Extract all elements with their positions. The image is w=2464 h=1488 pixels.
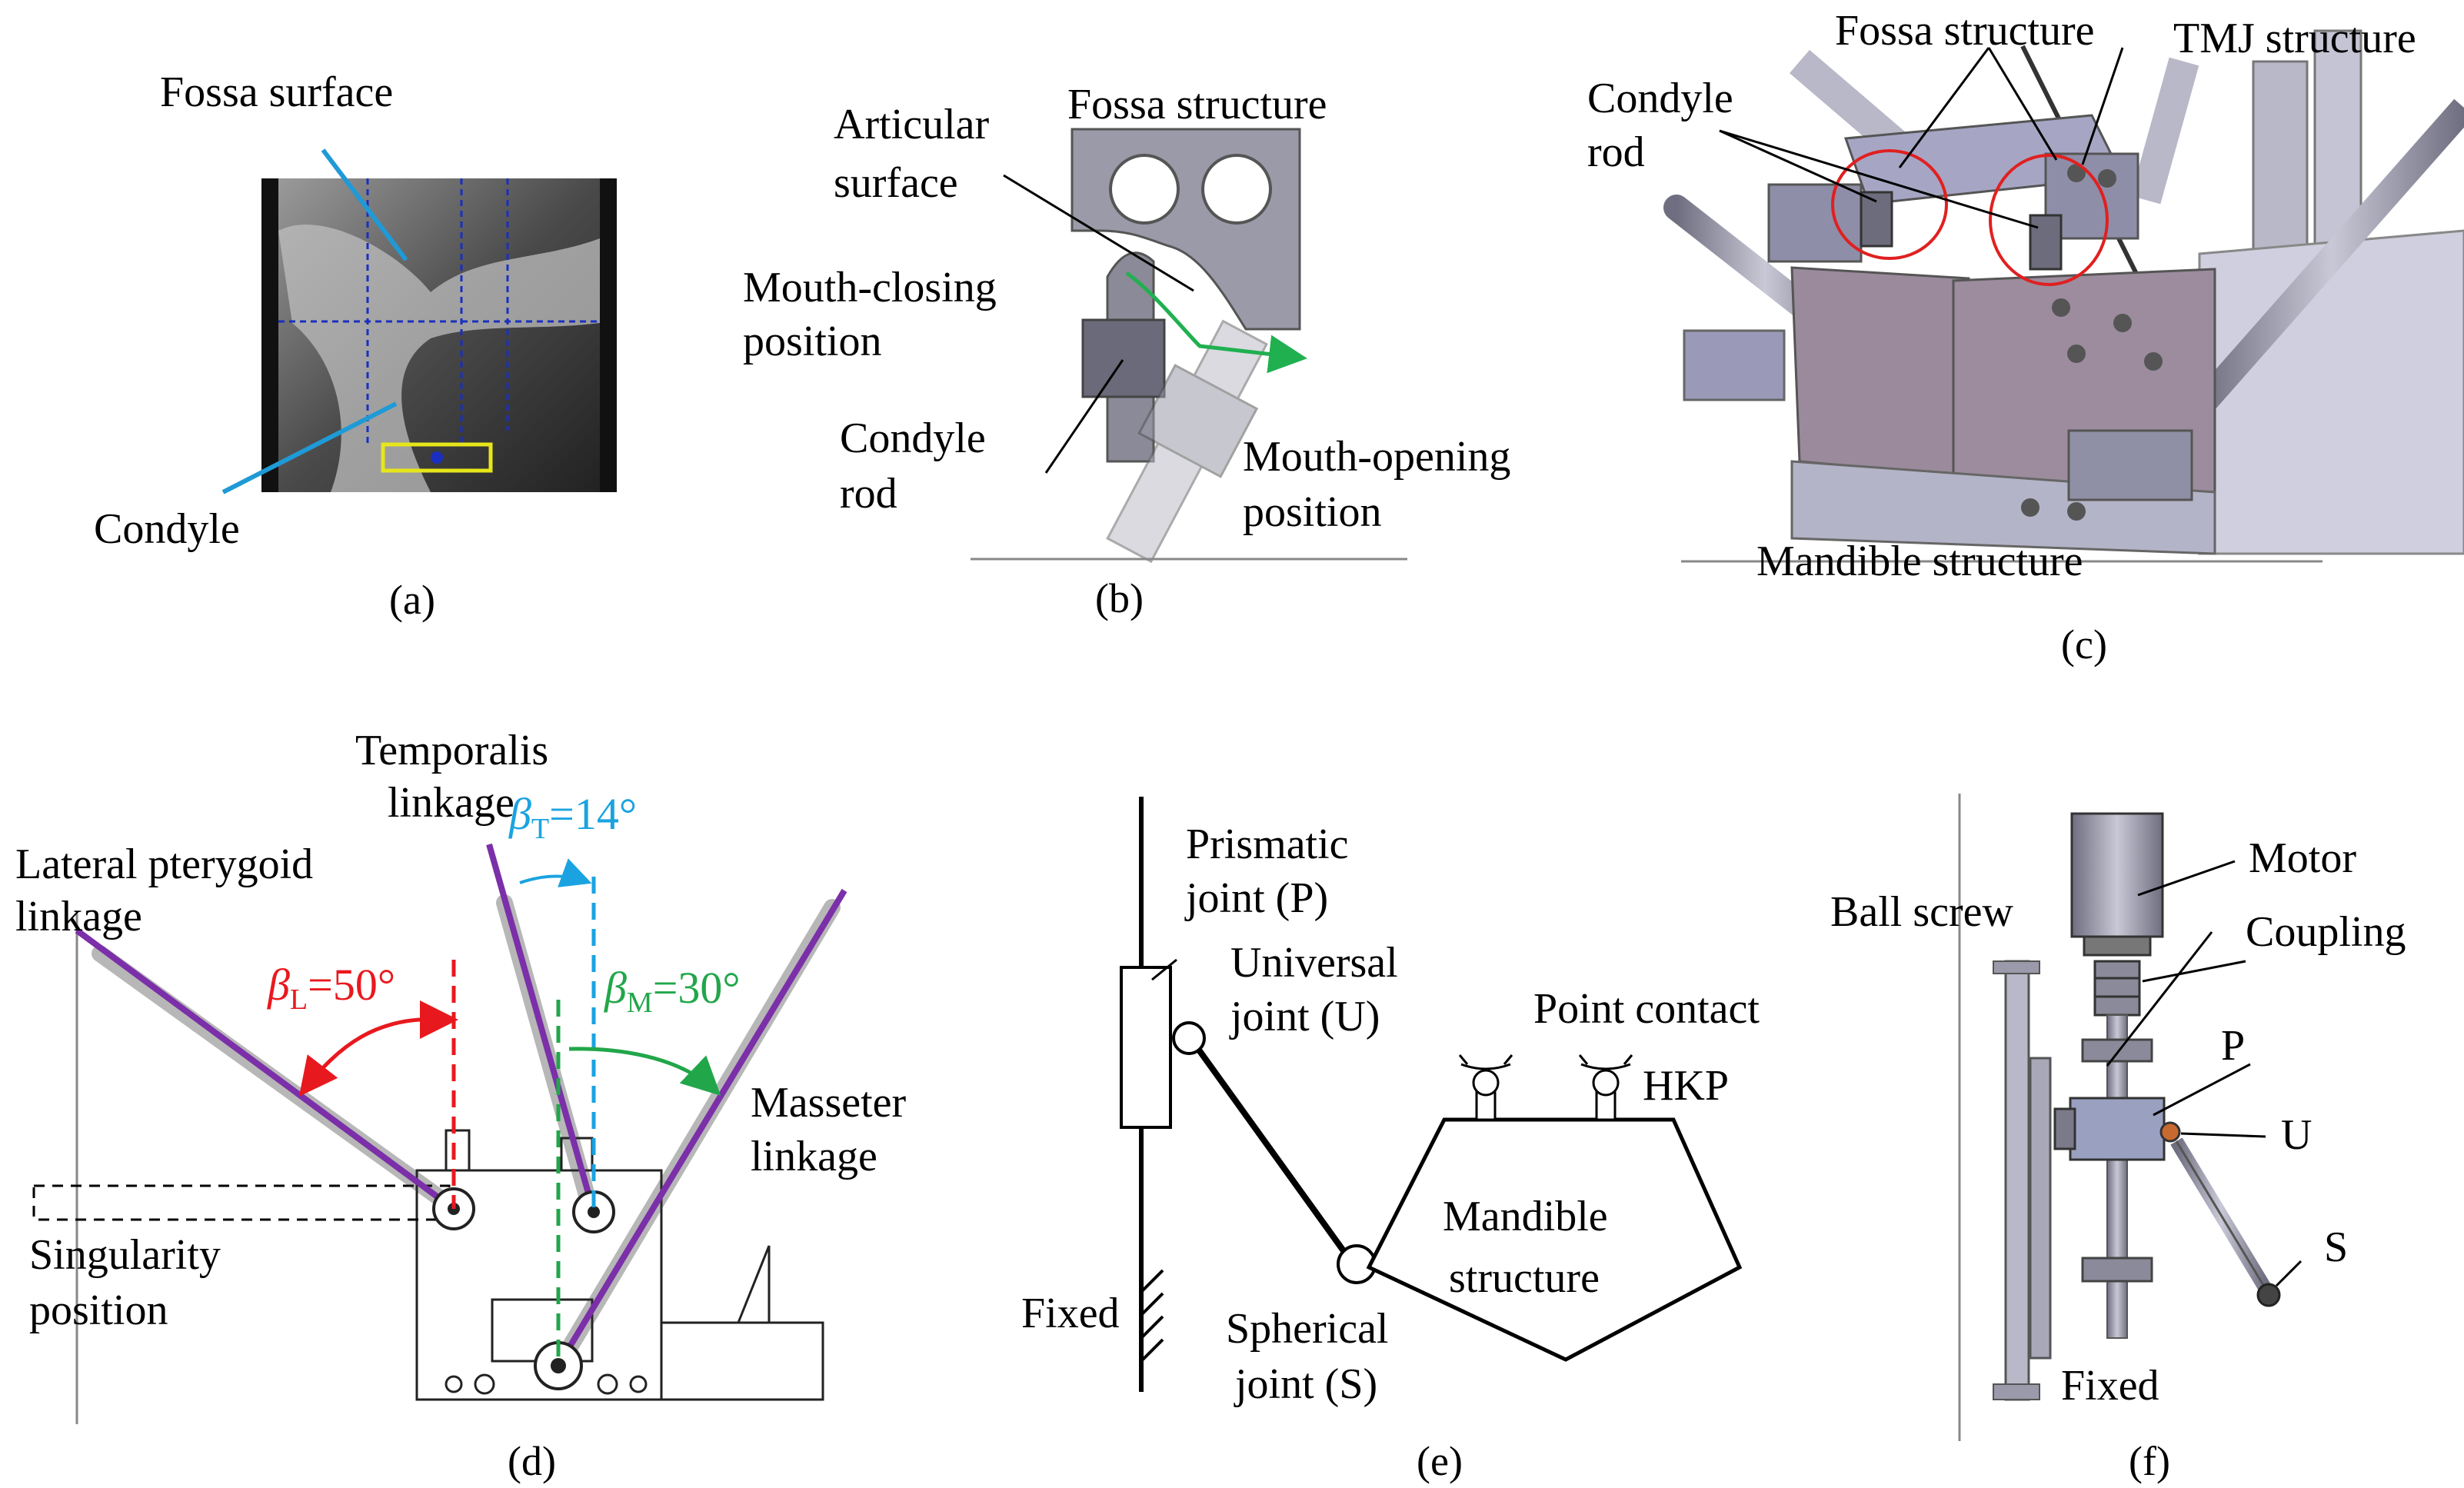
label-motor: Motor [2249, 834, 2356, 882]
caption-e: (e) [1417, 1438, 1463, 1484]
label-mandible-structure-c: Mandible structure [1756, 538, 2083, 585]
highlight-right-joint [1989, 154, 2109, 286]
condyle-leader [221, 401, 398, 494]
label-point-contact: Point contact [1533, 985, 1760, 1033]
label-lateral-pterygoid-1: Lateral pterygoid [15, 841, 313, 888]
universal-joint [1172, 1021, 1206, 1055]
mandible-block-left [1790, 266, 1970, 478]
universal-joint-f [2159, 1121, 2181, 1143]
panel-b: Articular surface Fossa structure Mouth-… [743, 81, 1510, 621]
label-universal-2: joint (U) [1229, 993, 1380, 1040]
label-condyle-rod-b-2: rod [840, 470, 897, 518]
label-p: P [2221, 1022, 2245, 1070]
label-fossa-surface: Fossa surface [160, 68, 393, 116]
label-mandible-e-2: structure [1449, 1254, 1600, 1302]
label-fossa-structure-c: Fossa structure [1835, 7, 2095, 55]
label-mouth-opening-1: Mouth-opening [1243, 433, 1510, 481]
caption-a: (a) [389, 577, 435, 623]
spherical-joint-f [2256, 1283, 2281, 1307]
singularity-box [32, 1184, 451, 1221]
label-u: U [2281, 1111, 2312, 1159]
panel-c: Fossa structure TMJ structure Condyle ro… [1587, 7, 2464, 667]
label-singularity-2: position [29, 1287, 168, 1334]
label-singularity-1: Singularity [29, 1231, 221, 1279]
caption-f: (f) [2129, 1438, 2170, 1484]
ball-screw [2106, 1014, 2128, 1339]
label-tmj-structure: TMJ structure [2173, 15, 2416, 62]
motor [2070, 812, 2164, 938]
measurement-box [381, 442, 493, 473]
caption-c: (c) [2061, 621, 2107, 667]
prismatic-joint [1120, 966, 1172, 1129]
angle-label-L: βL=50° [267, 960, 395, 1016]
panel-e: Prismatic joint (P) Universal joint (U) … [1021, 797, 1760, 1484]
panel-a: Fossa surface Condyle (a) [94, 68, 617, 623]
label-temporalis-1: Temporalis [355, 727, 548, 774]
label-masseter-1: Masseter [751, 1079, 907, 1127]
panel-d: Temporalis linkage Lateral pterygoid lin… [15, 727, 907, 1484]
label-condyle-rod-b-1: Condyle [840, 414, 986, 462]
label-lateral-pterygoid-2: linkage [15, 893, 142, 940]
lateral-pterygoid-linkage [75, 927, 456, 1212]
label-temporalis-2: linkage [388, 779, 514, 827]
angle-arc-L [298, 1017, 445, 1097]
label-articular-2: surface [834, 159, 958, 207]
prismatic-slider [2069, 1097, 2166, 1161]
label-mouth-closing-2: position [743, 318, 881, 365]
label-universal-1: Universal [1230, 939, 1398, 987]
label-hkp: HKP [1643, 1062, 1729, 1110]
masseter-linkage [555, 888, 847, 1368]
label-condyle-rod-c-2: rod [1587, 128, 1645, 176]
fossa-structure-block [1071, 128, 1301, 331]
label-masseter-2: linkage [751, 1133, 877, 1180]
mandible-structure-e [1366, 1117, 1743, 1362]
angle-label-T: βT=14° [508, 789, 637, 845]
coupling [2093, 960, 2141, 1017]
label-s: S [2324, 1223, 2348, 1271]
point-contact-2 [1578, 1054, 1633, 1121]
angle-arc-T [519, 858, 592, 887]
caption-d: (d) [508, 1438, 556, 1484]
label-mouth-closing-1: Mouth-closing [743, 264, 997, 311]
fixed-frame-f [2004, 960, 2030, 1401]
label-articular-1: Articular [834, 101, 989, 148]
label-prismatic-2: joint (P) [1184, 874, 1328, 922]
motion-path-arrow [1125, 271, 1307, 374]
label-ball-screw: Ball screw [1830, 888, 2013, 936]
label-fixed-f: Fixed [2061, 1362, 2159, 1410]
label-fossa-structure-b: Fossa structure [1067, 81, 1327, 128]
caption-b: (b) [1095, 575, 1144, 621]
point-contact-1 [1458, 1054, 1513, 1121]
label-spherical-2: joint (S) [1234, 1360, 1377, 1408]
label-fixed-e: Fixed [1021, 1290, 1120, 1337]
angle-label-M: βM=30° [604, 963, 741, 1019]
label-coupling: Coupling [2246, 908, 2406, 956]
fossa-leader [321, 148, 408, 261]
link-rod [1195, 1047, 1347, 1254]
label-condyle: Condyle [94, 505, 240, 553]
temporalis-linkage [486, 843, 597, 1213]
label-prismatic-1: Prismatic [1186, 821, 1349, 868]
label-mouth-opening-2: position [1243, 488, 1381, 536]
label-mandible-e-1: Mandible [1443, 1193, 1608, 1240]
label-spherical-1: Spherical [1226, 1305, 1388, 1353]
fixed-hatching [1140, 1269, 1164, 1363]
angle-arc-M [568, 1047, 721, 1096]
panel-f: Motor Ball screw Coupling P U S Fixed (f… [1830, 794, 2406, 1484]
label-condyle-rod-c-1: Condyle [1587, 75, 1733, 122]
highlight-left-joint [1831, 149, 1948, 260]
